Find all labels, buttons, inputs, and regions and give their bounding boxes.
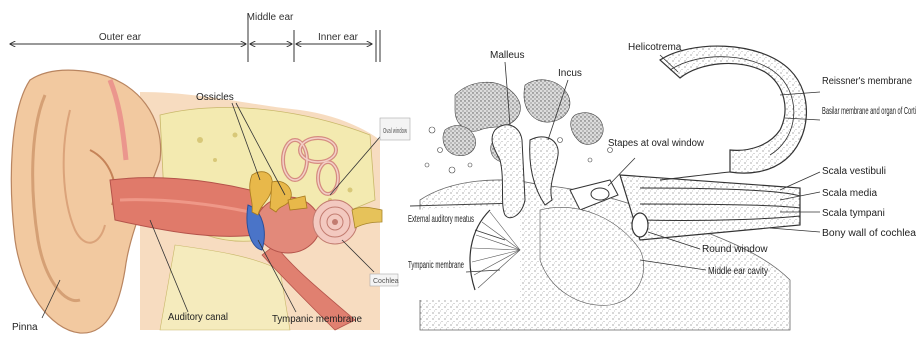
cochlea-label-left: Cochlea: [373, 278, 399, 285]
cochlea-shape: [313, 200, 357, 244]
oval-window-label: Oval window: [383, 128, 408, 135]
helicotrema-coil: [660, 46, 806, 173]
bony-wall-label: Bony wall of cochlea: [822, 228, 916, 239]
middle-ear-label: Middle ear: [247, 12, 294, 23]
right-cochlea-illustration: Malleus Incus Helicotrema Reissner's mem…: [408, 42, 916, 330]
outer-ear-label: Outer ear: [99, 32, 142, 43]
round-window-shape: [632, 213, 648, 237]
pinna-label: Pinna: [12, 322, 38, 333]
left-ear-illustration: Outer ear Middle ear Inner ear: [10, 12, 410, 333]
ossicles-label: Ossicles: [196, 92, 234, 103]
scala-tympani-label: Scala tympani: [822, 208, 885, 219]
reissners-label: Reissner's membrane: [822, 76, 912, 87]
mastoid-clusters: [443, 80, 603, 162]
scala-media-label: Scala media: [822, 188, 877, 199]
stapes-label: Stapes at oval window: [608, 138, 705, 149]
middle-ear-cavity-left: [256, 197, 320, 253]
middle-ear-cavity-label: Middle ear cavity: [708, 266, 768, 277]
incus-label: Incus: [558, 68, 582, 79]
scala-vestibuli-leader: [780, 172, 820, 190]
basilar-label: Basilar membrane and organ of Corti: [822, 106, 916, 117]
malleus-label: Malleus: [490, 50, 524, 61]
helicotrema-label: Helicotrema: [628, 42, 682, 53]
tympanic-membrane-label-left: Tympanic membrane: [272, 314, 362, 325]
round-window-label: Round window: [702, 244, 768, 255]
tympanic-membrane-label-right: Tympanic membrane: [408, 260, 464, 271]
auditory-canal-label: Auditory canal: [168, 312, 228, 323]
scala-vestibuli-label: Scala vestibuli: [822, 166, 886, 177]
external-meatus-label: External auditory meatus: [408, 214, 474, 225]
inner-ear-label: Inner ear: [318, 32, 359, 43]
bony-wall-leader: [770, 228, 820, 232]
